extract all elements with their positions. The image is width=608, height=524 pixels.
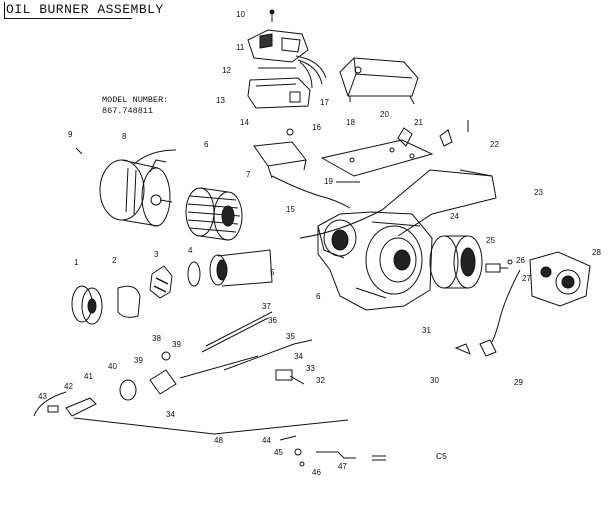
- callout-18: 18: [346, 118, 355, 127]
- callout-45: 45: [274, 448, 283, 457]
- callout-9: 9: [68, 130, 73, 139]
- callout-28: 28: [592, 248, 601, 257]
- part-14-bracket: [254, 129, 306, 178]
- part-18-mounting-plate: [322, 140, 432, 182]
- callout-6-upper: 6: [204, 140, 209, 149]
- part-21-clip: [398, 120, 468, 146]
- callout-22: 22: [490, 140, 499, 149]
- callout-17: 17: [320, 98, 329, 107]
- title-border: [4, 2, 5, 18]
- model-value: 867.748811: [102, 106, 154, 116]
- callout-12: 12: [222, 66, 231, 75]
- part-42-nozzle: [48, 398, 96, 416]
- part-48-group-bracket: [34, 392, 348, 434]
- callout-36: 36: [268, 316, 277, 325]
- callout-20: 20: [380, 110, 389, 119]
- part-3-diffuser: [150, 266, 172, 298]
- diagram-title: OIL BURNER ASSEMBLY: [6, 2, 164, 17]
- callout-10: 10: [236, 10, 245, 19]
- callout-39: 39: [134, 356, 143, 365]
- callout-25: 25: [486, 236, 495, 245]
- callout-38: 38: [152, 334, 161, 343]
- callout-41: 41: [84, 372, 93, 381]
- part-47-small-parts: [280, 436, 386, 466]
- callout-23: 23: [534, 188, 543, 197]
- part-13-control-base: [248, 68, 310, 108]
- callout-27: 27: [522, 274, 531, 283]
- part-7-blower-wheel: [186, 188, 242, 240]
- part-17-ignition-transformer: [340, 58, 418, 104]
- drawing-code: C5: [436, 451, 447, 461]
- callout-13: 13: [216, 96, 225, 105]
- callout-43: 43: [38, 392, 47, 401]
- part-5-tube: [210, 250, 272, 286]
- callout-29: 29: [514, 378, 523, 387]
- callout-14: 14: [240, 118, 249, 127]
- part-31-housing: [318, 212, 432, 310]
- callout-44: 44: [262, 436, 271, 445]
- callout-32: 32: [316, 376, 325, 385]
- callout-8: 8: [122, 132, 127, 141]
- callout-16: 16: [312, 123, 321, 132]
- callout-30: 30: [430, 376, 439, 385]
- part-2-ring: [118, 286, 140, 317]
- callout-2: 2: [112, 256, 117, 265]
- title-underline: [4, 18, 132, 19]
- model-number-block: MODEL NUMBER: 867.748811: [102, 95, 168, 117]
- callout-42: 42: [64, 382, 73, 391]
- part-28-fuel-pump: [492, 252, 590, 342]
- part-1-cone: [72, 286, 102, 324]
- part-29-fitting: [456, 340, 496, 356]
- callout-19: 19: [324, 177, 333, 186]
- callout-34-lower: 34: [166, 410, 175, 419]
- part-25-air-band: [430, 236, 482, 288]
- callout-33: 33: [306, 364, 315, 373]
- callout-40: 40: [108, 362, 117, 371]
- callout-7: 7: [246, 170, 251, 179]
- callout-47: 47: [338, 462, 347, 471]
- callout-31: 31: [422, 326, 431, 335]
- part-4-washer: [188, 262, 200, 286]
- callout-46: 46: [312, 468, 321, 477]
- callout-4: 4: [188, 246, 193, 255]
- model-label: MODEL NUMBER:: [102, 95, 169, 105]
- callout-15: 15: [286, 205, 295, 214]
- callout-3: 3: [154, 250, 159, 259]
- callout-1: 1: [74, 258, 79, 267]
- callout-48: 48: [214, 436, 223, 445]
- callout-26: 26: [516, 256, 525, 265]
- part-8-motor: [100, 150, 176, 226]
- callout-21: 21: [414, 118, 423, 127]
- part-15-lead-wire: [272, 176, 350, 208]
- part-10-screw: [270, 10, 274, 22]
- callout-5: 5: [270, 268, 275, 277]
- part-9-screw: [76, 148, 82, 154]
- part-11-control-cover: [248, 30, 326, 88]
- callout-11: 11: [236, 43, 245, 52]
- callout-39-upper: 39: [172, 340, 181, 349]
- callout-6-lower: 6: [316, 292, 321, 301]
- part-37-drawer-assembly: [180, 312, 312, 384]
- callout-24: 24: [450, 212, 459, 221]
- callout-37: 37: [262, 302, 271, 311]
- part-27-coupling: [486, 260, 512, 272]
- callout-34-upper: 34: [294, 352, 303, 361]
- part-22-air-tube: [300, 170, 496, 238]
- part-40-electrode-holder: [120, 352, 176, 400]
- callout-35: 35: [286, 332, 295, 341]
